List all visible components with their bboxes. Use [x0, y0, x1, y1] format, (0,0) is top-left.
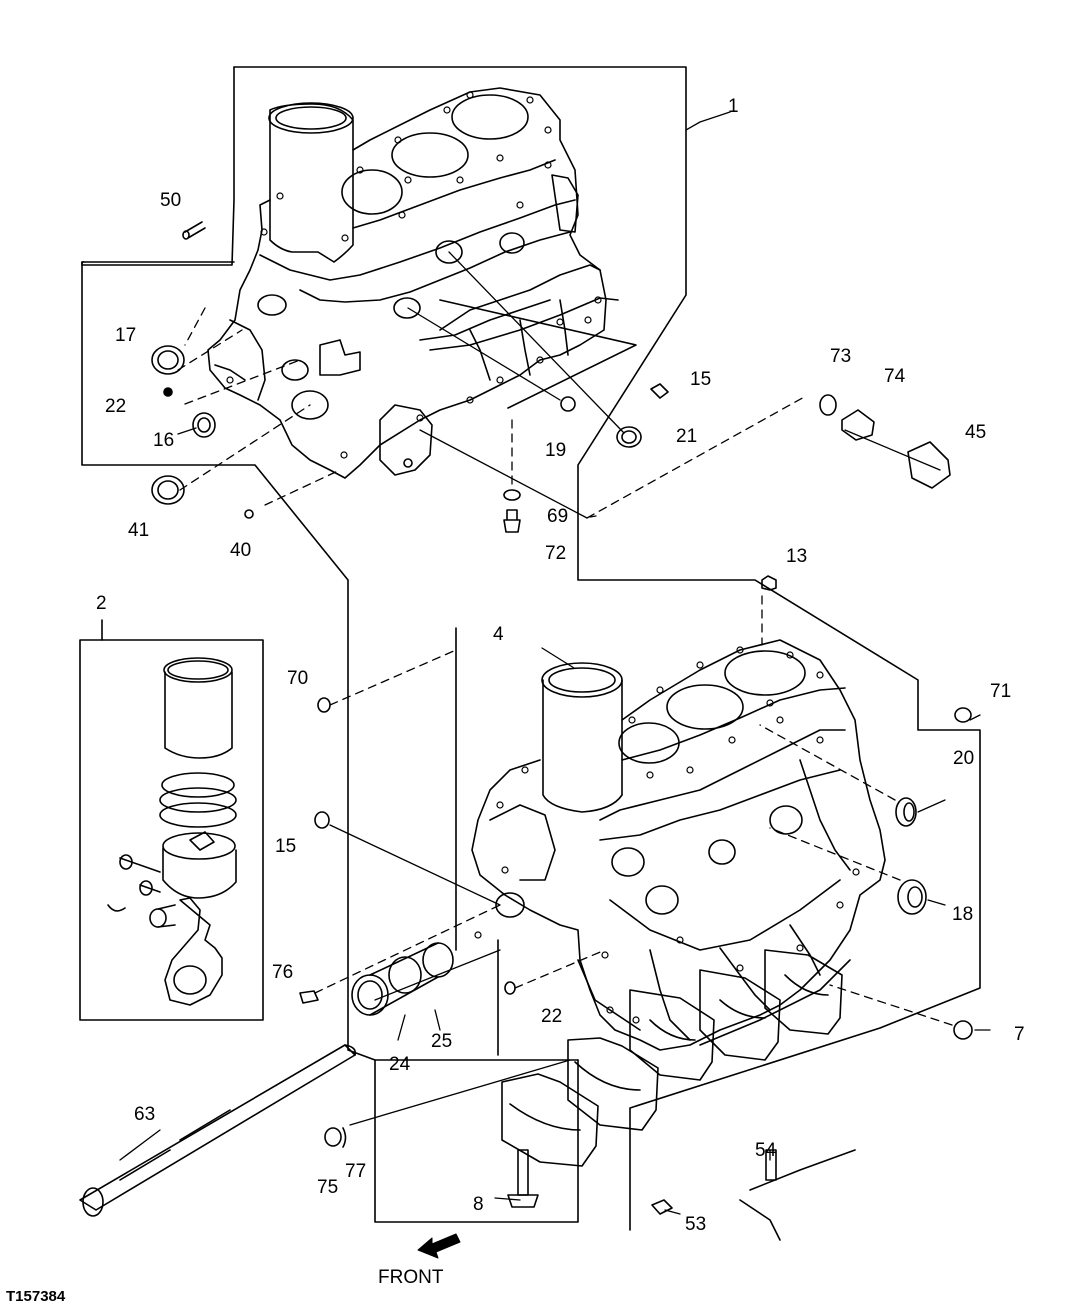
callout-19: 19	[545, 440, 566, 461]
figure-id: T157384	[6, 1288, 66, 1305]
callout-70: 70	[287, 668, 308, 689]
callout-50: 50	[160, 190, 181, 211]
cam-bushings	[351, 942, 454, 1016]
main-bearing-caps	[501, 949, 843, 1167]
callout-15-lower: 15	[275, 836, 296, 857]
callout-20: 20	[953, 748, 974, 769]
callout-18: 18	[952, 904, 973, 925]
upper-group-outline	[233, 66, 981, 1231]
callout-53: 53	[685, 1214, 706, 1235]
callout-77: 77	[345, 1161, 366, 1182]
callout-54: 54	[755, 1140, 777, 1161]
callout-17: 17	[115, 325, 136, 346]
callout-24: 24	[389, 1054, 411, 1075]
callout-73: 73	[830, 346, 851, 367]
callout-72: 72	[545, 543, 566, 564]
upper-cylinder-block	[207, 87, 637, 479]
callout-labels: 1 50 17 22 16 41 40 15 19 21 69 72 73 74…	[96, 96, 1025, 1235]
callout-1: 1	[728, 96, 739, 117]
callout-41: 41	[128, 520, 149, 541]
left-bracket-line	[81, 261, 579, 1223]
mid-bracket-line	[374, 627, 579, 1061]
camshaft-tube	[79, 1044, 356, 1211]
callout-16: 16	[153, 430, 174, 451]
lower-small-parts	[79, 697, 973, 1241]
callout-21: 21	[676, 426, 697, 447]
callout-2: 2	[96, 593, 107, 614]
callout-25: 25	[431, 1031, 452, 1052]
callout-8: 8	[473, 1194, 484, 1215]
leader-lines	[119, 111, 991, 1215]
piston-kit-box	[79, 619, 264, 1021]
lower-cylinder-block	[471, 639, 886, 1051]
callout-71: 71	[990, 681, 1011, 702]
callout-75: 75	[317, 1177, 338, 1198]
callout-69: 69	[547, 506, 568, 527]
front-label: FRONT	[378, 1267, 444, 1288]
callout-15-upper: 15	[690, 369, 711, 390]
callout-45: 45	[965, 422, 986, 443]
front-arrow-icon	[417, 1233, 461, 1259]
callout-22-upper: 22	[105, 396, 126, 417]
callout-7: 7	[1014, 1024, 1025, 1045]
callout-4: 4	[493, 624, 504, 645]
callout-63: 63	[134, 1104, 155, 1125]
callout-76: 76	[272, 962, 293, 983]
upper-left-bracket	[81, 66, 235, 266]
upper-small-parts	[151, 221, 951, 591]
callout-22-lower: 22	[541, 1006, 562, 1027]
callout-74: 74	[884, 366, 906, 387]
callout-40: 40	[230, 540, 251, 561]
callout-13: 13	[786, 546, 807, 567]
